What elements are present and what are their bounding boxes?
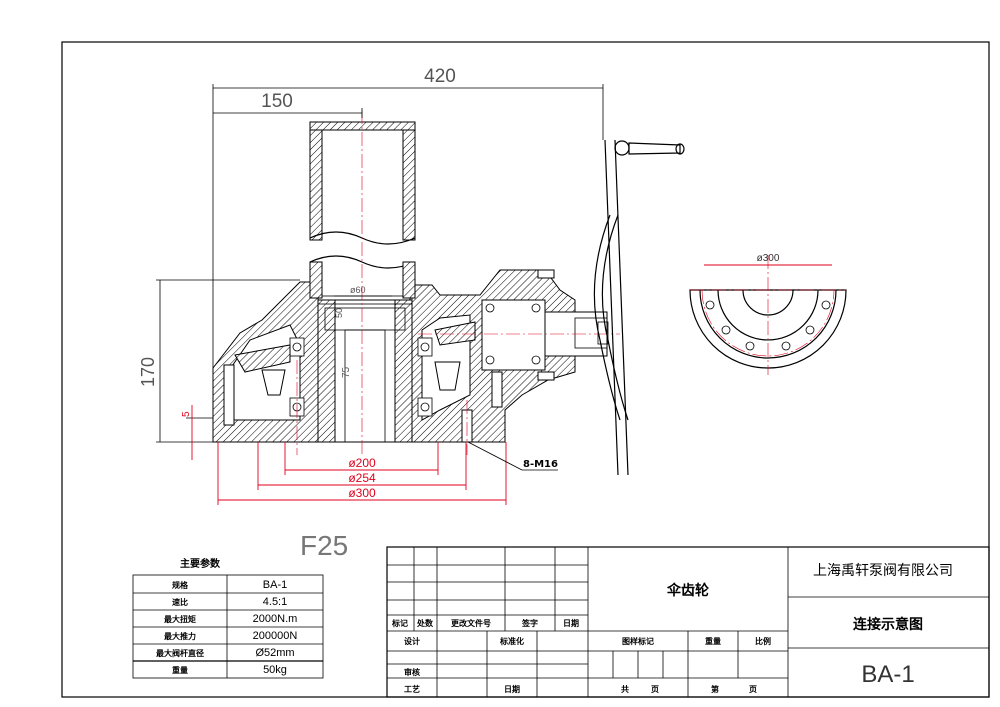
dim-50: 50 [334,308,344,318]
label-sheet: 第 [711,684,719,694]
dim-170: 170 [138,357,158,387]
rev-header: 处数 [416,618,434,628]
label-weight: 重量 [705,636,721,646]
part-name: 伞齿轮 [666,582,709,599]
title-block: 标记 处数 更改文件号 签字 日期 设计 标准化 审核 工艺 日期 图样标记 重… [386,546,990,698]
dim-75: 75 [341,366,352,378]
param-value: BA-1 [263,579,287,591]
label-scale: 比例 [755,636,771,646]
label-sample-mark: 图样标记 [622,636,654,646]
label-standardize: 标准化 [499,636,524,646]
dim-bolts: 8-M16 [523,459,558,470]
param-label: 重量 [172,665,188,675]
flange-code: F25 [300,530,348,561]
param-value: Ø52mm [255,647,294,659]
dim-d254: ø254 [348,471,376,485]
dim-420: 420 [424,66,456,87]
label-total: 共 [621,684,629,694]
param-value: 50kg [263,664,287,676]
handwheel [593,139,685,476]
dim-150: 150 [261,91,293,112]
dim-d200: ø200 [348,456,376,470]
rev-header: 标记 [391,618,408,628]
label-process: 工艺 [404,684,420,694]
param-value: 2000N.m [253,613,298,625]
param-value: 200000N [253,630,298,642]
rev-header: 更改文件号 [451,618,491,628]
label-page2: 页 [749,685,757,694]
dimensions: 420 150 170 5 ø60 50 75 ø200 ø254 ø300 8… [138,66,604,561]
flange-view: ø300 [689,253,847,375]
company-name: 上海禹轩泵阀有限公司 [813,563,953,579]
gearbox-section-view [212,110,620,455]
param-label: 最大推力 [164,631,196,641]
param-label: 速比 [172,597,188,607]
dim-5: 5 [181,411,192,417]
label-review: 审核 [404,667,420,677]
rev-header: 日期 [563,618,579,628]
parameters-table: 主要参数 规格 速比 最大扭矩 最大推力 最大阀杆直径 重量 BA-1 4.5:… [132,557,324,679]
dim-bore: ø60 [350,285,366,295]
dim-d300: ø300 [348,486,376,500]
param-label: 最大扭矩 [164,614,196,624]
drawing-title: 连接示意图 [853,616,923,633]
param-label: 规格 [172,580,189,590]
rev-header: 签字 [521,618,538,628]
params-title: 主要参数 [180,557,221,570]
dim-flange-dia: ø300 [757,253,780,264]
drawing-number: BA-1 [861,661,914,688]
param-label: 最大阀杆直径 [156,648,204,658]
label-date: 日期 [504,684,520,694]
label-page: 页 [651,685,659,694]
label-design: 设计 [404,636,420,646]
param-value: 4.5:1 [263,596,287,608]
